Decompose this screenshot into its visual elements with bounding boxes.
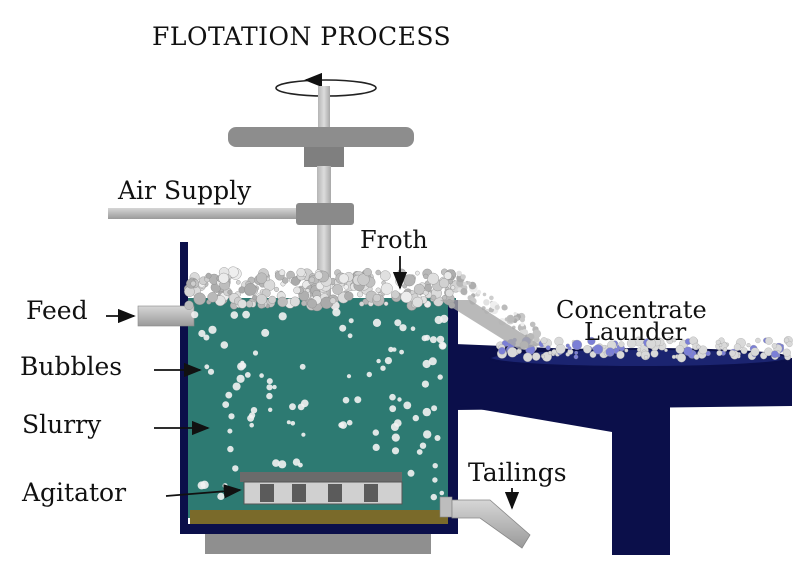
drive-shaft-top <box>318 86 330 134</box>
label-bubbles: Bubbles <box>20 352 123 381</box>
tank-left-wall <box>180 242 188 534</box>
label-feed: Feed <box>26 296 88 325</box>
motor-bar <box>228 127 414 147</box>
tank-right-wall <box>448 300 458 534</box>
label-froth: Froth <box>360 226 428 254</box>
arrow-agitator <box>165 484 242 499</box>
label-concentrate: Concentrate <box>556 296 707 324</box>
sediment <box>190 510 452 524</box>
agitator-impeller <box>240 472 403 505</box>
label-slurry: Slurry <box>22 410 102 439</box>
feed-pipe <box>137 305 195 327</box>
diagram-title: FLOTATION PROCESS <box>152 22 452 51</box>
concentrate-launder <box>455 344 792 555</box>
air-coupling <box>296 203 354 225</box>
bubbles <box>191 308 449 501</box>
air-supply-pipe <box>108 208 298 219</box>
label-launder: Launder <box>584 318 687 346</box>
tank-base <box>205 534 431 554</box>
pointer-arrow-icon <box>106 256 520 510</box>
label-tailings: Tailings <box>468 458 567 487</box>
label-agitator: Agitator <box>22 478 127 507</box>
motor-coupling <box>304 147 344 167</box>
froth-chute <box>440 300 540 350</box>
launder-froth <box>496 336 793 363</box>
froth-layer <box>183 266 542 347</box>
label-air-supply: Air Supply <box>118 176 252 205</box>
tank-bottom <box>180 524 458 534</box>
tailings-pipe <box>439 496 531 549</box>
